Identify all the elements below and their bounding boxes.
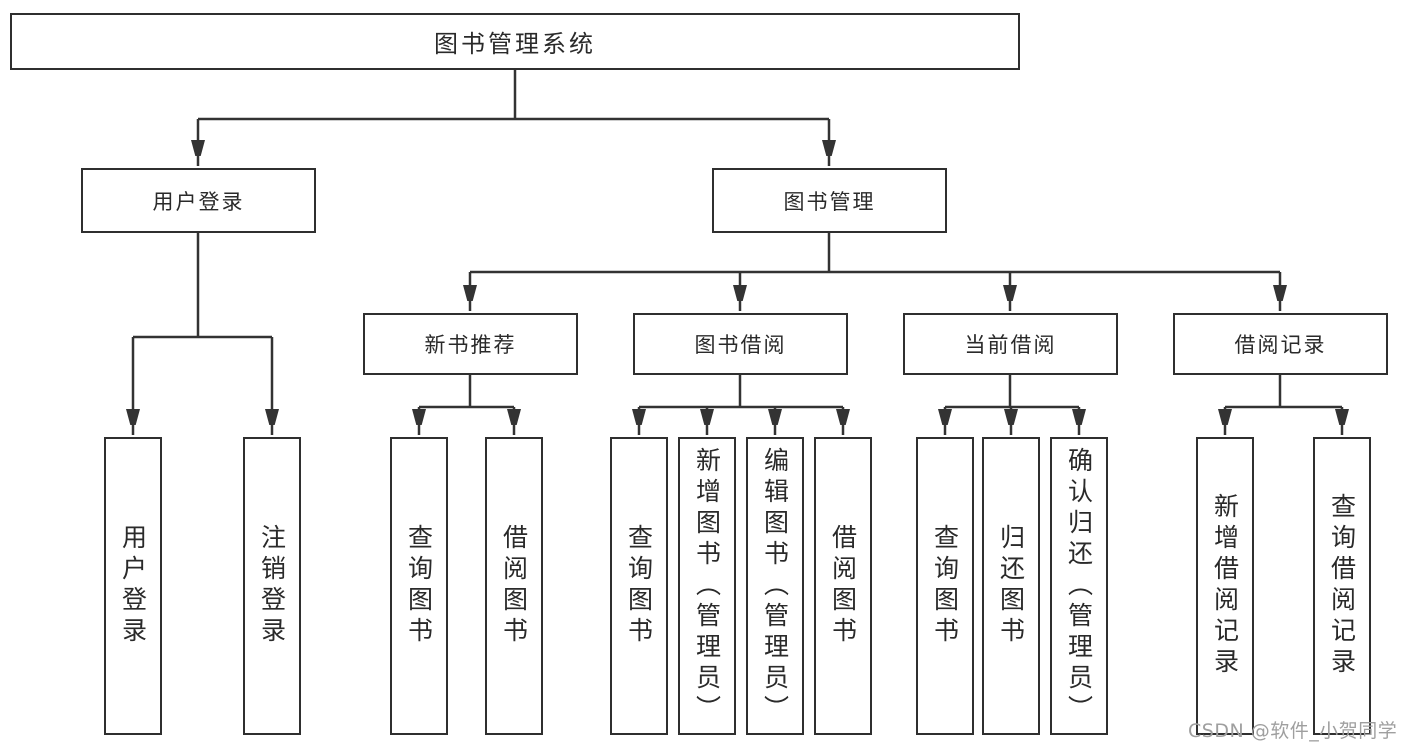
leaf-label: 借阅图书 bbox=[499, 524, 529, 648]
leaf-label: 确认归还（管理员） bbox=[1064, 446, 1094, 726]
node-label: 用户登录 bbox=[152, 189, 245, 214]
node-label: 图书管理系统 bbox=[434, 30, 596, 58]
leaf-add-borrow-record: 新增借阅记录 bbox=[1196, 437, 1254, 735]
leaf-query-borrow-record: 查询借阅记录 bbox=[1313, 437, 1371, 735]
node-label: 图书管理 bbox=[783, 189, 876, 214]
node-label: 图书借阅 bbox=[694, 333, 787, 357]
leaf-add-books-admin: 新增图书（管理员） bbox=[678, 437, 736, 735]
node-label: 借阅记录 bbox=[1234, 333, 1327, 357]
leaf-label: 新增借阅记录 bbox=[1210, 493, 1240, 679]
leaf-label: 查询图书 bbox=[624, 524, 654, 648]
node-label: 当前借阅 bbox=[964, 333, 1057, 357]
leaf-label: 查询图书 bbox=[930, 524, 960, 648]
leaf-label: 新增图书（管理员） bbox=[692, 446, 722, 726]
node-book-borrowing: 图书借阅 bbox=[633, 313, 848, 375]
leaf-logout: 注销登录 bbox=[243, 437, 301, 735]
leaf-confirm-return-admin: 确认归还（管理员） bbox=[1050, 437, 1108, 735]
csdn-watermark: CSDN @软件_小贺同学 bbox=[1188, 720, 1398, 742]
node-book-management: 图书管理 bbox=[712, 168, 947, 233]
node-current-borrowing: 当前借阅 bbox=[903, 313, 1118, 375]
node-new-book-recommendation: 新书推荐 bbox=[363, 313, 578, 375]
leaf-edit-books-admin: 编辑图书（管理员） bbox=[746, 437, 804, 735]
leaf-label: 借阅图书 bbox=[828, 524, 858, 648]
leaf-label: 查询借阅记录 bbox=[1327, 493, 1357, 679]
leaf-label: 编辑图书（管理员） bbox=[760, 446, 790, 726]
node-library-management-system: 图书管理系统 bbox=[10, 13, 1020, 70]
node-user-login: 用户登录 bbox=[81, 168, 316, 233]
leaf-query-books-current: 查询图书 bbox=[916, 437, 974, 735]
leaf-borrow-books-borrowing: 借阅图书 bbox=[814, 437, 872, 735]
leaf-query-books-newbook: 查询图书 bbox=[390, 437, 448, 735]
leaf-return-books: 归还图书 bbox=[982, 437, 1040, 735]
leaf-label: 用户登录 bbox=[118, 524, 148, 648]
node-borrowing-records: 借阅记录 bbox=[1173, 313, 1388, 375]
leaf-borrow-books-newbook: 借阅图书 bbox=[485, 437, 543, 735]
leaf-label: 查询图书 bbox=[404, 524, 434, 648]
node-label: 新书推荐 bbox=[424, 333, 517, 357]
leaf-label: 注销登录 bbox=[257, 524, 287, 648]
leaf-query-books-borrowing: 查询图书 bbox=[610, 437, 668, 735]
leaf-user-login: 用户登录 bbox=[104, 437, 162, 735]
leaf-label: 归还图书 bbox=[996, 524, 1026, 648]
